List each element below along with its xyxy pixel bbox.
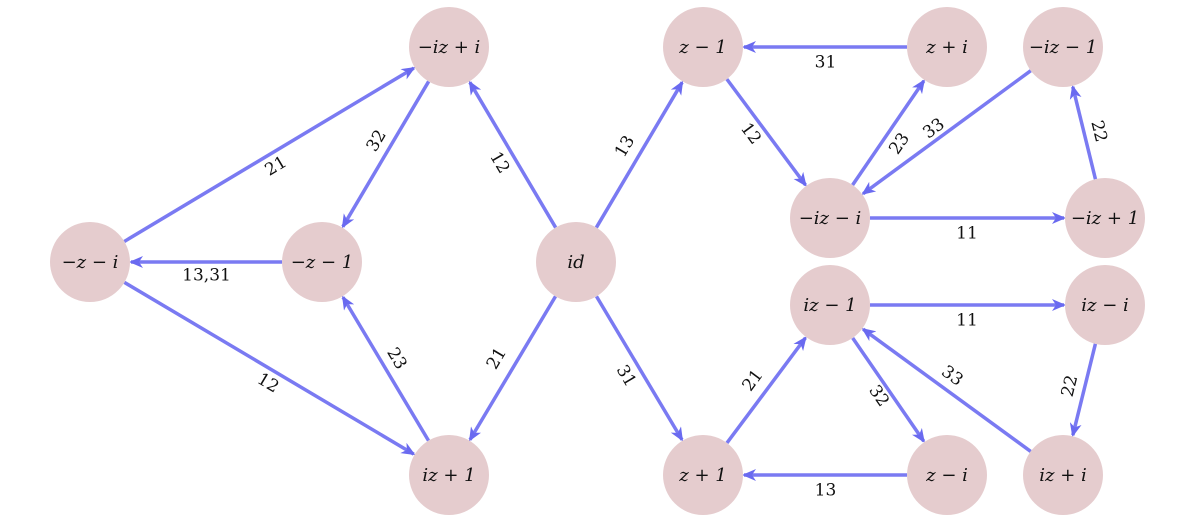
node-circle (663, 435, 743, 515)
edge-label: 13,31 (182, 266, 231, 286)
graph-node: id (536, 222, 616, 302)
edge-arrow (123, 66, 416, 243)
node-label: iz − i (1081, 295, 1129, 316)
node-circle (1023, 7, 1103, 87)
graph-node: −iz − i (790, 178, 870, 258)
edge-arrow (851, 336, 926, 443)
graph-node: iz − i (1065, 265, 1145, 345)
edge-arrow (594, 295, 684, 442)
edge-label: 13 (611, 132, 639, 161)
edge-label: 33 (919, 114, 948, 143)
nodes-layer: −z − i −z − 1 −iz + i iz + 1 id z − 1 z + 1 z +… (50, 7, 1145, 515)
node-circle (1065, 178, 1145, 258)
node-circle (907, 7, 987, 87)
node-label: z − 1 (678, 37, 726, 58)
graph-node: −iz + 1 (1065, 178, 1145, 258)
edge-arrow (468, 295, 558, 442)
edge-label: 31 (815, 53, 837, 73)
node-circle (663, 7, 743, 87)
edge-arrow (725, 78, 807, 187)
edge-label: 21 (483, 344, 511, 373)
graph-node: z − 1 (663, 7, 743, 87)
edge-arrow (341, 80, 431, 229)
node-circle (790, 178, 870, 258)
edge-label: 22 (1086, 118, 1111, 144)
node-label: z − i (925, 465, 968, 486)
graph-node: iz + i (1023, 435, 1103, 515)
edge-arrow (861, 69, 1032, 196)
edge-arrow (1069, 343, 1098, 438)
node-label: iz + 1 (422, 465, 475, 486)
graph-node: −iz − 1 (1023, 7, 1103, 87)
edge-arrow (594, 80, 684, 229)
node-label: −z − i (62, 252, 119, 273)
node-circle (50, 222, 130, 302)
edge-label: 13 (815, 481, 837, 501)
graph-node: z + i (907, 7, 987, 87)
node-label: −z − 1 (291, 252, 354, 273)
edge-label: 31 (612, 362, 640, 391)
node-circle (907, 435, 987, 515)
node-circle (409, 7, 489, 87)
edge-label: 32 (864, 382, 893, 411)
node-circle (409, 435, 489, 515)
graph-node: z + 1 (663, 435, 743, 515)
node-circle (1065, 265, 1145, 345)
graph-node: −iz + i (409, 7, 489, 87)
edge-arrow (123, 280, 416, 456)
node-label: −iz + 1 (1071, 208, 1139, 229)
node-circle (790, 265, 870, 345)
edge-arrow (1069, 84, 1098, 180)
graph-node: −z − 1 (282, 222, 362, 302)
edge-arrow (725, 336, 807, 445)
node-label: z + 1 (678, 465, 726, 486)
edge-arrow (468, 80, 558, 229)
node-circle (536, 222, 616, 302)
graph-node: z − i (907, 435, 987, 515)
node-label: iz + i (1039, 465, 1087, 486)
node-circle (1023, 435, 1103, 515)
edge-arrow (341, 295, 431, 442)
node-label: z + i (925, 37, 968, 58)
node-label: iz − 1 (803, 295, 856, 316)
node-label: id (567, 252, 584, 273)
graph-node: iz − 1 (790, 265, 870, 345)
node-label: −iz − 1 (1029, 37, 1097, 58)
edge-label: 22 (1058, 373, 1083, 399)
edges-layer (123, 41, 1098, 481)
node-label: −iz + i (418, 37, 481, 58)
graph-node: −z − i (50, 222, 130, 302)
edge-label: 21 (738, 366, 767, 395)
edge-arrow (861, 327, 1032, 453)
edge-label: 11 (956, 311, 978, 331)
edge-arrow (851, 79, 926, 186)
node-circle (282, 222, 362, 302)
node-label: −iz − i (799, 208, 862, 229)
graph-node: iz + 1 (409, 435, 489, 515)
edge-label: 12 (485, 148, 513, 177)
edge-label: 11 (956, 224, 978, 244)
